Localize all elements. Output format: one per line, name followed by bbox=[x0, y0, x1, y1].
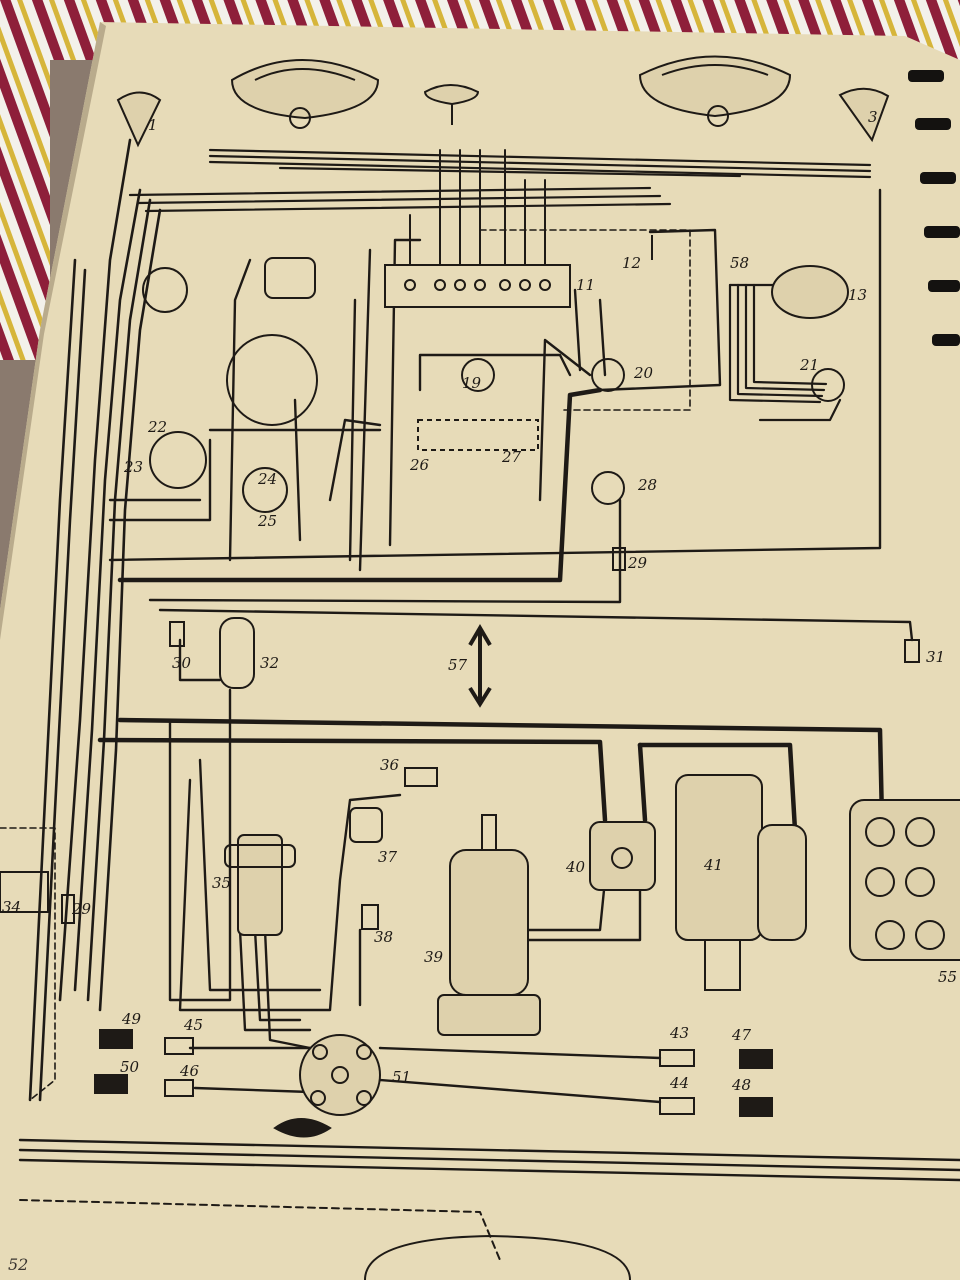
switch-21 bbox=[811, 368, 845, 402]
label-c43: 43 bbox=[669, 1024, 689, 1042]
interior-light-19 bbox=[461, 358, 495, 392]
label-c27: 27 bbox=[501, 448, 522, 466]
components bbox=[0, 55, 960, 1280]
label-c51: 51 bbox=[392, 1068, 411, 1086]
distributor bbox=[273, 1034, 381, 1138]
turn-lamp-right bbox=[838, 87, 890, 143]
starter-motor bbox=[675, 774, 807, 991]
page-number: 52 bbox=[8, 1255, 28, 1274]
label-c48: 48 bbox=[731, 1076, 751, 1094]
fuse-29-lower bbox=[61, 894, 75, 924]
label-c31: 31 bbox=[926, 648, 945, 666]
spark-plug-47 bbox=[739, 1049, 773, 1069]
label-c30: 30 bbox=[172, 654, 192, 672]
label-c11: 11 bbox=[576, 276, 595, 294]
label-c20: 20 bbox=[633, 364, 654, 382]
label-c37: 37 bbox=[378, 848, 398, 866]
label-c21: 21 bbox=[799, 356, 819, 374]
horn-13 bbox=[771, 265, 849, 319]
table-cloth-left bbox=[0, 0, 50, 360]
fuse-box-fuses bbox=[404, 279, 551, 291]
label-c24: 24 bbox=[257, 470, 277, 488]
label-c32: 32 bbox=[260, 654, 279, 672]
label-c46: 46 bbox=[179, 1062, 200, 1080]
label-c29: 29 bbox=[627, 554, 648, 572]
label-c45: 45 bbox=[183, 1016, 203, 1034]
turn-lamp-left bbox=[116, 91, 162, 148]
label-c25: 25 bbox=[257, 512, 277, 530]
label-c1: 1 bbox=[148, 116, 158, 134]
lamp-31 bbox=[904, 639, 920, 663]
relay-28 bbox=[591, 471, 625, 505]
headlamp-left bbox=[230, 59, 380, 129]
tail-lamp bbox=[364, 1234, 631, 1280]
generator bbox=[437, 814, 541, 1036]
label-c28: 28 bbox=[637, 476, 657, 494]
table-cloth-right bbox=[900, 0, 960, 40]
switch-cluster bbox=[264, 257, 316, 299]
switch-upper-left bbox=[142, 267, 188, 313]
label-c29-lower: 29 bbox=[71, 900, 92, 918]
spark-plug-50 bbox=[94, 1074, 128, 1094]
lamp-32 bbox=[219, 617, 255, 689]
label-c3: 3 bbox=[868, 108, 878, 126]
label-c55: 55 bbox=[938, 968, 957, 986]
label-c39: 39 bbox=[424, 948, 444, 966]
spark-plug-connector-44 bbox=[659, 1097, 695, 1115]
lamp-30 bbox=[169, 621, 185, 647]
label-c36: 36 bbox=[380, 756, 400, 774]
regulator-knob bbox=[611, 847, 633, 869]
speedometer bbox=[226, 334, 318, 426]
sender-37 bbox=[349, 807, 383, 843]
spark-plug-48 bbox=[739, 1097, 773, 1117]
label-c34: 34 bbox=[2, 898, 21, 916]
label-c41: 41 bbox=[703, 856, 723, 874]
warning-lamp-24 bbox=[242, 467, 288, 513]
connector-block-34 bbox=[0, 871, 49, 913]
label-c57: 57 bbox=[448, 656, 468, 674]
fuse-box bbox=[384, 264, 571, 308]
battery bbox=[849, 799, 960, 961]
label-c49: 49 bbox=[121, 1010, 142, 1028]
label-c13: 13 bbox=[848, 286, 867, 304]
label-c40: 40 bbox=[565, 858, 586, 876]
switch-38 bbox=[361, 904, 379, 930]
arrow-57 bbox=[468, 624, 492, 708]
oil-switch-36 bbox=[404, 767, 438, 787]
spark-plug-connector-46 bbox=[164, 1079, 194, 1097]
label-c12: 12 bbox=[622, 254, 641, 272]
relay-26-27 bbox=[417, 419, 539, 451]
label-c19: 19 bbox=[462, 374, 482, 392]
voltage-regulator bbox=[589, 821, 656, 891]
spark-plug-49 bbox=[99, 1029, 133, 1049]
spark-plug-connector-43 bbox=[659, 1049, 695, 1067]
label-c58: 58 bbox=[730, 254, 749, 272]
headlamp-right bbox=[638, 55, 792, 127]
label-c23: 23 bbox=[123, 458, 143, 476]
spiral-binding bbox=[908, 70, 960, 346]
ignition-coil bbox=[224, 834, 296, 936]
label-c38: 38 bbox=[374, 928, 393, 946]
label-c35: 35 bbox=[212, 874, 231, 892]
wire-harness bbox=[0, 138, 960, 1261]
label-c26: 26 bbox=[409, 456, 430, 474]
spark-plug-connector-45 bbox=[164, 1037, 194, 1055]
label-c22: 22 bbox=[147, 418, 167, 436]
component-labels: 1 3 11 12 13 19 20 21 22 23 24 25 26 27 … bbox=[2, 108, 957, 1094]
label-c47: 47 bbox=[731, 1026, 752, 1044]
label-c44: 44 bbox=[669, 1074, 689, 1092]
fuse-29 bbox=[612, 547, 626, 571]
gauge-22 bbox=[149, 431, 207, 489]
label-c50: 50 bbox=[120, 1058, 140, 1076]
horn-top bbox=[423, 84, 480, 125]
dimmer-relay-20 bbox=[591, 358, 625, 392]
